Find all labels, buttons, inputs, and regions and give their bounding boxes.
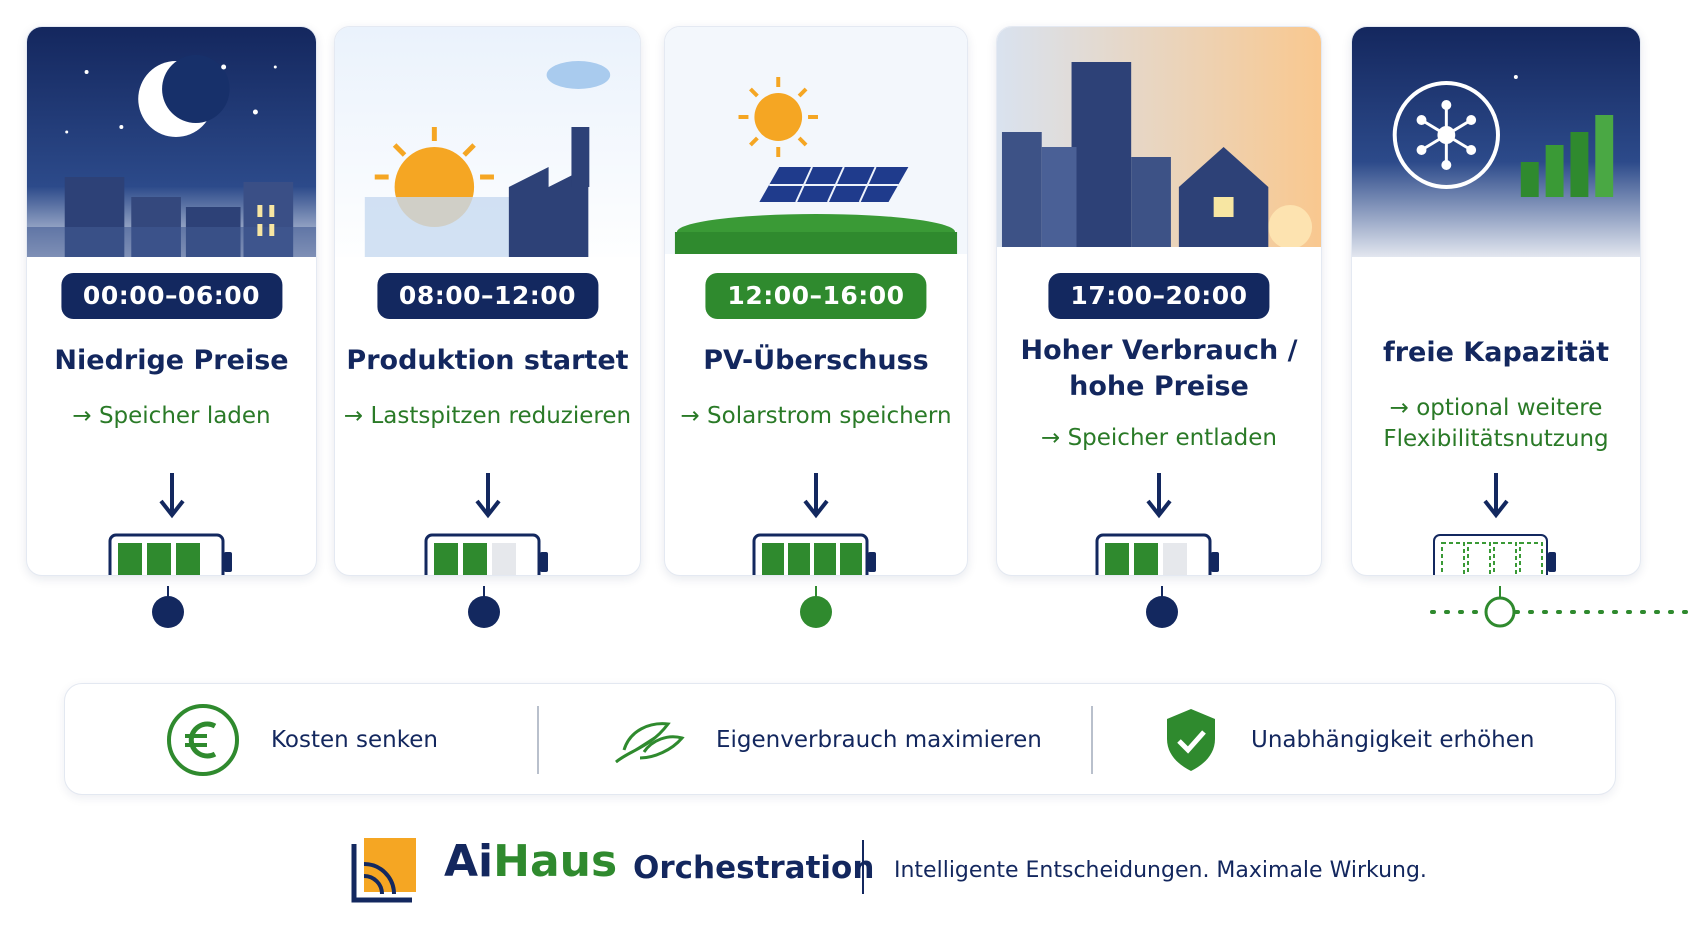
stage-action: → Lastspitzen reduzieren <box>343 403 632 429</box>
battery-icon <box>108 533 232 575</box>
brand-subtitle: Orchestration <box>633 850 875 886</box>
battery-icon <box>424 533 548 575</box>
stage-title: PV-Überschuss <box>703 345 929 376</box>
tagline: Intelligente Entscheidungen. Maximale Wi… <box>894 858 1427 883</box>
benefit-label: Kosten senken <box>271 727 438 753</box>
divider <box>1091 706 1093 774</box>
divider <box>862 840 864 894</box>
timeline-node <box>152 586 184 628</box>
brand-name: AiHaus <box>444 836 618 887</box>
down-arrow-icon <box>803 473 829 519</box>
stage-title: freie Kapazität <box>1382 337 1610 368</box>
stage-title: Niedrige Preise <box>54 345 289 376</box>
down-arrow-icon <box>474 473 501 519</box>
benefit-label: Eigenverbrauch maximieren <box>716 727 1042 753</box>
evening-city-illustration <box>997 27 1321 272</box>
stage-card-pv: 12:00–16:00 PV-Überschuss → Solarstrom s… <box>664 26 968 576</box>
footer: AiHaus Orchestration Intelligente Entsch… <box>0 830 1690 910</box>
benefit-label: Unabhängigkeit erhöhen <box>1251 727 1535 753</box>
time-badge: 12:00–16:00 <box>705 273 927 319</box>
timeline-node <box>468 586 500 628</box>
solar-panel-illustration <box>665 27 967 272</box>
stage-card-night: 00:00–06:00 Niedrige Preise → Speicher l… <box>26 26 317 576</box>
euro-icon <box>167 704 239 776</box>
stage-card-production: 08:00–12:00 Produktion startet → Lastspi… <box>334 26 641 576</box>
night-city-illustration <box>27 27 316 272</box>
timeline-node <box>800 586 832 628</box>
battery-icon <box>752 533 876 575</box>
network-chart-illustration <box>1352 27 1640 272</box>
sunrise-factory-illustration <box>335 27 640 272</box>
timeline-node <box>1484 586 1516 628</box>
time-badge: 08:00–12:00 <box>376 273 599 319</box>
battery-icon <box>1095 533 1219 575</box>
down-arrow-icon <box>1146 473 1172 519</box>
stage-title: Hoher Verbrauch / <box>1020 335 1298 366</box>
aihaus-logo-icon <box>351 838 416 903</box>
benefits-bar: Kosten senken Eigenverbrauch maximieren … <box>64 683 1616 795</box>
divider <box>537 706 539 774</box>
stage-card-capacity: freie Kapazität → optional weitere Flexi… <box>1351 26 1641 576</box>
benefit-independence: Unabhängigkeit erhöhen <box>1161 684 1534 796</box>
battery-icon <box>1433 534 1556 575</box>
time-badge: 17:00–20:00 <box>1048 273 1270 319</box>
shield-check-icon <box>1167 709 1215 771</box>
timeline-node <box>1146 586 1178 628</box>
time-badge: 00:00–06:00 <box>60 273 283 319</box>
stage-action: → optional weitere <box>1389 395 1603 421</box>
stage-action: → Speicher entladen <box>1040 425 1278 451</box>
benefit-cost: Kosten senken <box>165 684 438 796</box>
stage-action: → Speicher laden <box>72 403 271 429</box>
timeline <box>13 586 1688 628</box>
leaf-icon <box>615 722 685 764</box>
benefit-self-consumption: Eigenverbrauch maximieren <box>610 684 1042 796</box>
stage-title-line2: hohe Preise <box>1069 371 1249 402</box>
stage-action: → Solarstrom speichern <box>680 403 952 429</box>
stage-action-line2: Flexibilitätsnutzung <box>1383 426 1609 452</box>
down-arrow-icon <box>1483 473 1509 519</box>
stage-card-evening: 17:00–20:00 Hoher Verbrauch / hohe Preis… <box>996 26 1322 576</box>
down-arrow-icon <box>158 473 185 519</box>
stage-title: Produktion startet <box>346 345 629 376</box>
